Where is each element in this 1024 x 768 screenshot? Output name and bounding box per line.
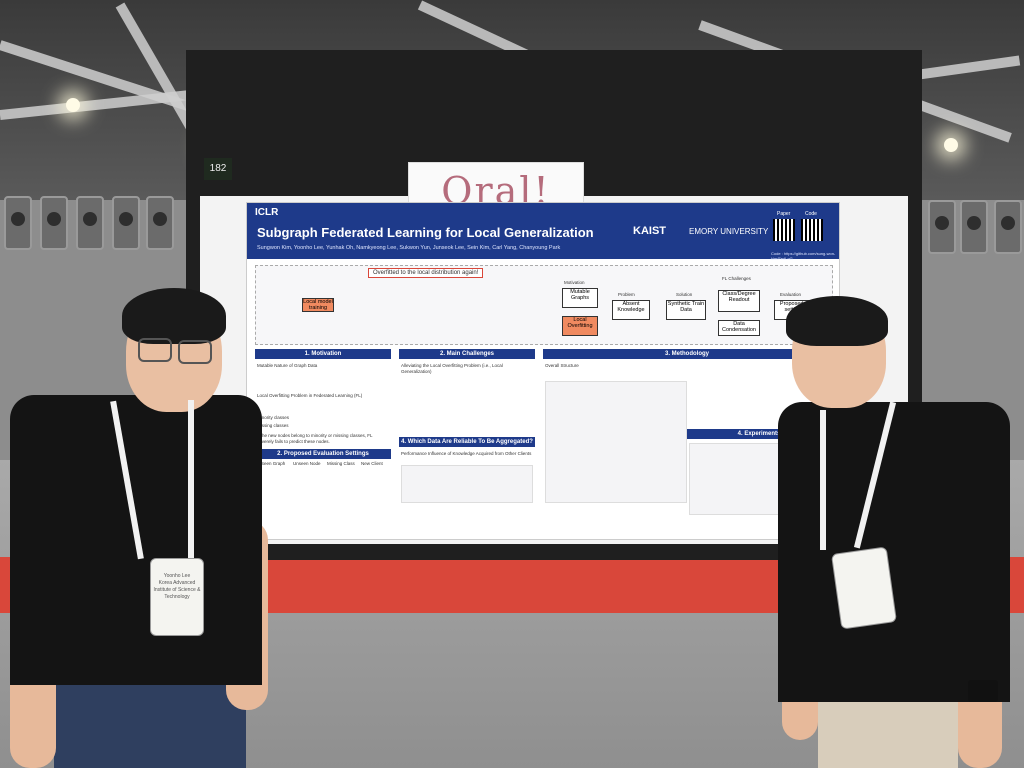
poster-text: Missing Class <box>327 461 355 466</box>
figure-box: Local model training <box>302 298 334 312</box>
speaker <box>112 196 140 250</box>
lanyard <box>820 410 826 550</box>
poster-header: ICLR Subgraph Federated Learning for Loc… <box>247 203 839 261</box>
section-header: 3. Methodology <box>543 349 831 359</box>
overfit-banner: Overfitted to the local distribution aga… <box>368 268 484 278</box>
wristwatch <box>968 680 998 702</box>
poster-text: Missing classes <box>257 423 289 428</box>
speaker <box>994 200 1022 254</box>
figure-label: Motivation <box>564 280 585 285</box>
speaker <box>960 200 988 254</box>
name-badge <box>830 546 898 630</box>
github-link: Code : https://github.com/sung-won-kim/F… <box>771 251 836 261</box>
poster-text: New Client <box>361 461 383 466</box>
poster-diagram <box>545 381 687 503</box>
poster-text: Local Overfitting Problem in Federated L… <box>257 393 363 398</box>
black-tshirt <box>778 402 1010 702</box>
poster-chart <box>401 465 533 503</box>
board-number: 182 <box>204 158 232 180</box>
poster-authors: Sungwon Kim, Yoonho Lee, Yunhak Oh, Namk… <box>257 245 561 251</box>
poster-text: Unseen Node <box>293 461 321 466</box>
hair <box>786 296 888 346</box>
figure-box: Data Condensation <box>718 320 760 336</box>
glasses <box>138 338 172 362</box>
figure-label: Problem <box>618 292 635 297</box>
section-header: 2. Proposed Evaluation Settings <box>255 449 391 459</box>
poster-text: If the new nodes belong to minority or m… <box>257 433 373 444</box>
figure-box: Synthetic Train Data <box>666 300 706 320</box>
poster-text: Performance Influence of Knowledge Acqui… <box>401 451 532 456</box>
overview-figure: Overfitted to the local distribution aga… <box>255 265 833 345</box>
poster-text: Alleviating the Local Overfitting Proble… <box>401 363 503 374</box>
speaker <box>40 196 68 250</box>
ceiling-light <box>944 138 958 152</box>
speaker <box>4 196 32 250</box>
poster-title: Subgraph Federated Learning for Local Ge… <box>257 225 594 240</box>
speaker <box>146 196 174 250</box>
conference-logo: ICLR <box>255 207 279 218</box>
speaker <box>928 200 956 254</box>
affiliation-logo: EMORY UNIVERSITY <box>689 227 769 236</box>
name-badge: Yoonho Lee Korea Advanced Institute of S… <box>150 558 204 636</box>
figure-box: Local Overfitting <box>562 316 598 336</box>
poster-text: Overall Structure <box>545 363 579 368</box>
figure-label: Evaluation <box>780 292 802 297</box>
section-header: 4. Which Data Are Reliable To Be Aggrega… <box>399 437 535 447</box>
figure-box: Mutable Graphs <box>562 288 598 308</box>
section-header: 1. Motivation <box>255 349 391 359</box>
figure-label: Solution <box>676 292 693 297</box>
hair <box>122 288 226 344</box>
qr-code <box>773 219 795 241</box>
section-header: 4. Experiments <box>687 429 831 439</box>
poster-text: Minority classes <box>257 415 290 420</box>
qr-label: Code <box>805 211 817 217</box>
badge-name: Yoonho Lee <box>163 573 191 579</box>
badge-org: Korea Advanced Institute of Science & Te… <box>153 580 201 600</box>
glasses <box>178 340 212 364</box>
qr-code <box>801 219 823 241</box>
figure-box: Class/Degree Readout <box>718 290 760 312</box>
lanyard <box>188 400 194 560</box>
research-poster: ICLR Subgraph Federated Learning for Loc… <box>246 202 840 540</box>
affiliation-logo: KAIST <box>633 225 666 237</box>
poster-text: Seen Graph <box>261 461 286 466</box>
ceiling-light <box>66 98 80 112</box>
figure-label: FL Challenges <box>722 276 751 281</box>
poster-text: Mutable Nature of Graph Data <box>257 363 318 368</box>
figure-box: Absent Knowledge <box>612 300 650 320</box>
section-header: 2. Main Challenges <box>399 349 535 359</box>
speaker <box>76 196 104 250</box>
qr-label: Paper <box>777 211 791 217</box>
